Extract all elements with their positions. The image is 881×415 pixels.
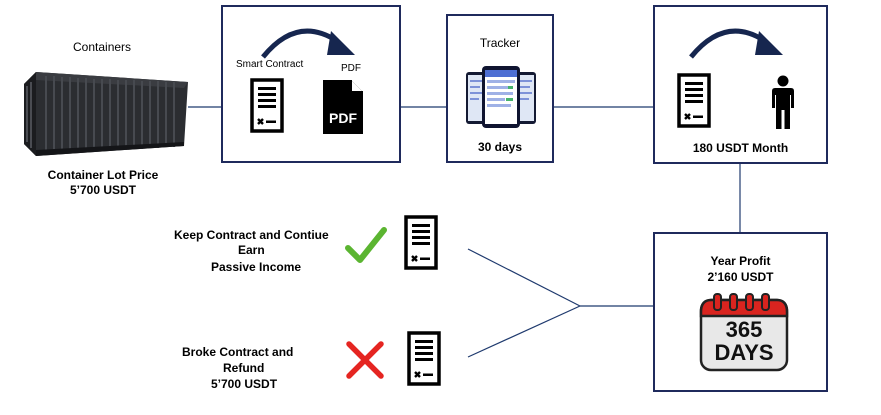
tracker-title: Tracker [479, 36, 521, 50]
pdf-icon-text: PDF [329, 110, 357, 126]
monthly-income-box: 180 USDT Month [653, 5, 828, 164]
pdf-label: PDF [341, 63, 361, 74]
shipping-container-image [18, 70, 188, 158]
broke-contract-line1: Broke Contract and [182, 345, 294, 359]
broke-contract-line2: Refund [223, 361, 265, 375]
person-icon [772, 75, 794, 129]
year-profit-value: 2’160 USDT [707, 270, 774, 284]
year-profit-title: Year Profit [710, 254, 771, 268]
contract-document-icon [404, 215, 438, 270]
keep-contract-line3: Passive Income [211, 260, 302, 274]
curved-arrow-icon [261, 28, 355, 59]
broke-contract-line3: 5’700 USDT [211, 377, 278, 391]
smart-contract-box: Smart Contract PDF PDF [221, 5, 401, 163]
container-lot-price-label: Container Lot Price [47, 168, 159, 182]
tracker-period: 30 days [477, 140, 523, 154]
contract-document-icon [677, 73, 711, 128]
smart-contract-label: Smart Contract [236, 59, 304, 70]
tracker-box: Tracker 30 days [446, 14, 554, 163]
containers-title: Containers [73, 40, 132, 54]
keep-contract-line2: Earn [238, 243, 265, 257]
keep-contract-line1: Keep Contract and Contiue [174, 228, 329, 242]
phone-tracker-icon [466, 66, 536, 128]
container-lot-price-value: 5’700 USDT [69, 183, 137, 197]
cross-icon [346, 341, 384, 379]
contract-document-icon [250, 78, 284, 133]
pdf-file-icon: PDF [317, 78, 369, 138]
contract-document-icon [407, 331, 441, 386]
calendar-unit: DAYS [714, 340, 774, 365]
curved-arrow-icon [689, 28, 783, 59]
calendar-number: 365 [725, 317, 763, 342]
checkmark-icon [345, 227, 387, 263]
calendar-icon: 365 DAYS [699, 292, 789, 372]
connector-broke-merge [467, 305, 581, 358]
monthly-income-label: 180 USDT Month [692, 141, 789, 155]
year-profit-box: Year Profit 2’160 USDT 365 DAYS [653, 232, 828, 392]
connector-keep-merge [467, 248, 581, 307]
